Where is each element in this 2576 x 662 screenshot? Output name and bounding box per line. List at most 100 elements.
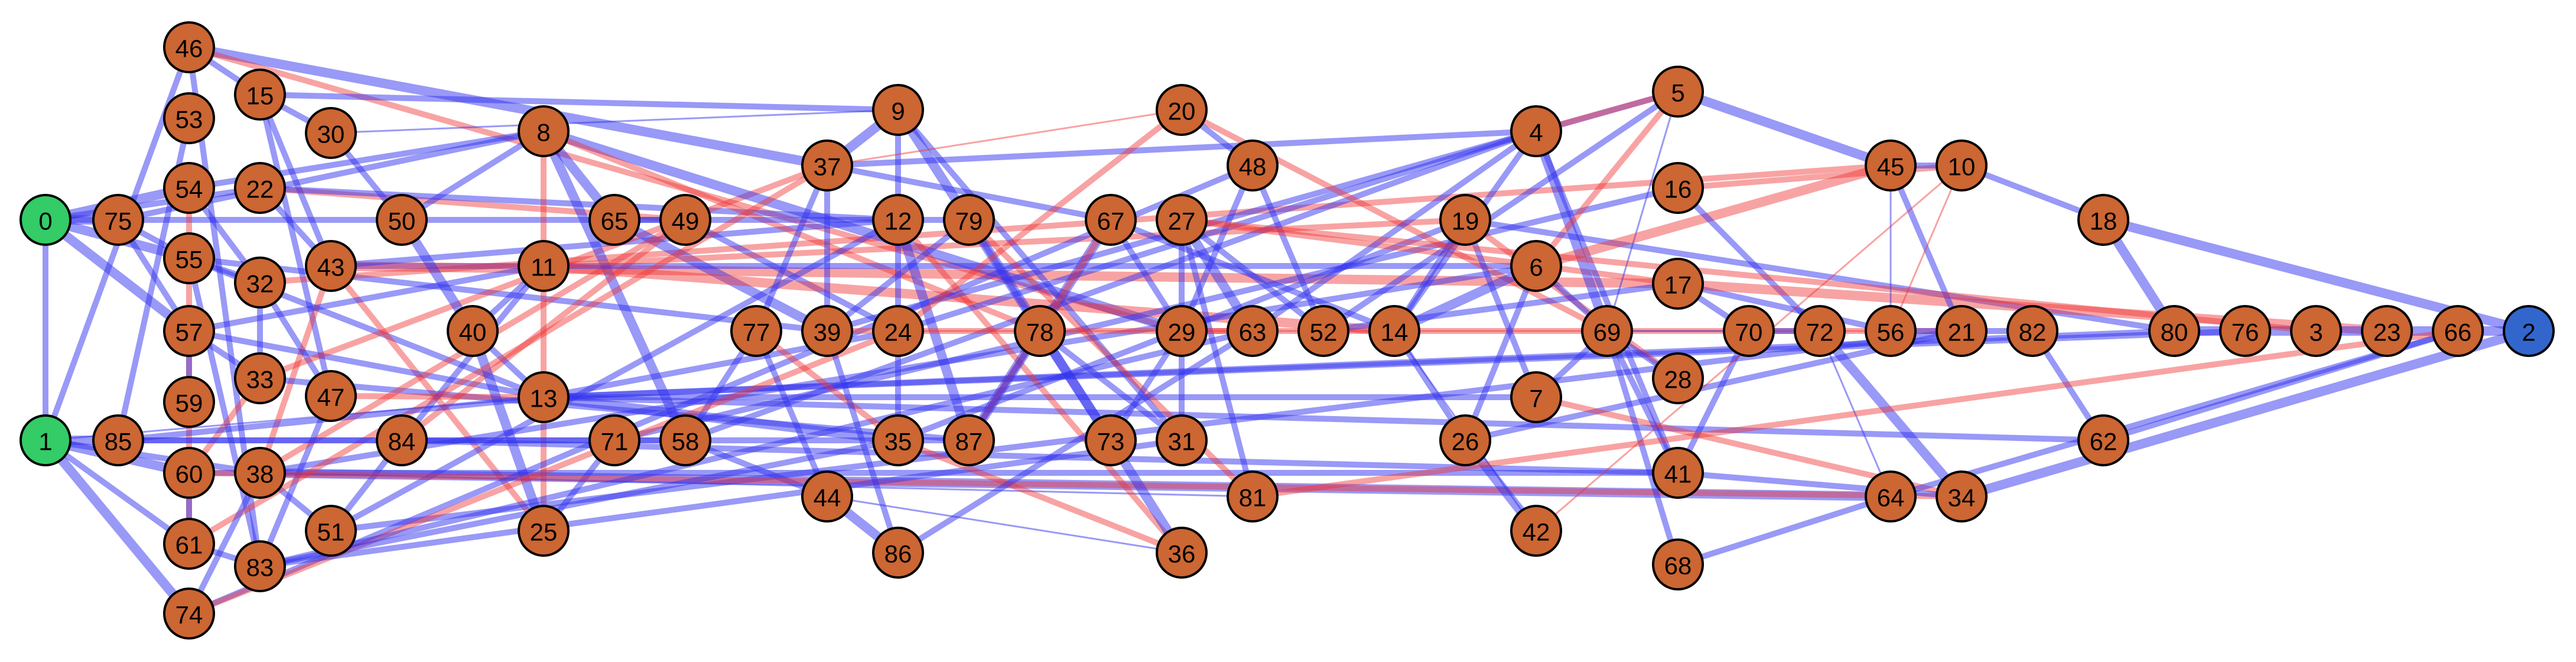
node-label-56: 56 <box>1877 319 1905 346</box>
node-label-35: 35 <box>884 428 912 456</box>
edge-50-8 <box>399 128 547 223</box>
node-86: 86 <box>872 527 924 579</box>
node-label-1: 1 <box>38 428 52 456</box>
node-layer: 0123456789101112131415161718192021222324… <box>19 21 2555 640</box>
node-48: 48 <box>1227 139 1279 192</box>
node-circle-86 <box>872 527 924 579</box>
node-circle-48 <box>1227 139 1279 192</box>
node-39: 39 <box>801 305 853 357</box>
node-label-53: 53 <box>175 106 203 134</box>
node-47: 47 <box>305 370 357 422</box>
node-label-28: 28 <box>1664 366 1692 394</box>
node-circle-32 <box>234 257 286 309</box>
node-label-21: 21 <box>1948 319 1976 346</box>
node-label-63: 63 <box>1239 319 1267 346</box>
edge-13-62 <box>541 394 2106 443</box>
edge-19-7 <box>1462 217 1539 400</box>
node-13: 13 <box>518 371 570 423</box>
node-label-49: 49 <box>672 207 700 235</box>
node-63: 63 <box>1227 305 1279 357</box>
edge-0-57 <box>41 215 194 336</box>
edge-51-12 <box>328 217 901 534</box>
edge-74-38 <box>186 470 263 616</box>
edge-78-31 <box>1037 328 1185 443</box>
node-label-22: 22 <box>246 176 274 203</box>
node-58: 58 <box>659 414 711 466</box>
node-label-31: 31 <box>1168 428 1196 456</box>
edge-63-86 <box>895 328 1256 556</box>
node-label-79: 79 <box>955 207 983 235</box>
node-53: 53 <box>163 92 215 144</box>
edge-77-35 <box>753 328 901 443</box>
node-label-67: 67 <box>1097 207 1125 235</box>
node-15: 15 <box>234 69 286 121</box>
node-circle-23 <box>2361 305 2413 357</box>
node-label-43: 43 <box>317 254 345 281</box>
node-circle-19 <box>1439 194 1491 246</box>
node-circle-4 <box>1510 105 1562 157</box>
node-25: 25 <box>518 505 570 557</box>
node-44: 44 <box>801 470 853 523</box>
node-label-39: 39 <box>814 319 841 346</box>
node-60: 60 <box>163 447 215 499</box>
edge-6-14 <box>1390 261 1541 336</box>
node-11: 11 <box>518 240 570 292</box>
edge-69-68 <box>1604 328 1681 567</box>
node-circle-62 <box>2077 414 2129 466</box>
node-label-76: 76 <box>2232 319 2259 346</box>
node-label-73: 73 <box>1097 428 1125 456</box>
edge-49-84 <box>399 217 688 443</box>
node-circle-37 <box>801 139 853 192</box>
node-66: 66 <box>2432 305 2484 357</box>
edge-19-80 <box>1462 217 2177 334</box>
node-label-19: 19 <box>1452 207 1479 235</box>
node-28: 28 <box>1652 352 1704 404</box>
edge-6-26 <box>1462 263 1539 443</box>
node-3: 3 <box>2290 305 2342 357</box>
node-label-57: 57 <box>175 319 203 346</box>
node-label-68: 68 <box>1664 552 1692 580</box>
node-62: 62 <box>2077 414 2129 466</box>
node-51: 51 <box>305 505 357 557</box>
node-label-62: 62 <box>2090 428 2118 456</box>
node-circle-28 <box>1652 352 1704 404</box>
edge-46-37 <box>184 43 832 170</box>
node-72: 72 <box>1794 305 1846 357</box>
node-circle-87 <box>943 414 995 466</box>
node-circle-52 <box>1297 305 1349 357</box>
node-56: 56 <box>1865 305 1917 357</box>
edge-58-4 <box>682 128 1539 443</box>
node-circle-34 <box>1936 470 1988 523</box>
node-circle-40 <box>447 305 499 357</box>
node-circle-80 <box>2148 305 2200 357</box>
node-8: 8 <box>518 105 570 157</box>
node-19: 19 <box>1439 194 1491 246</box>
node-circle-84 <box>376 414 428 466</box>
node-label-48: 48 <box>1239 153 1267 181</box>
node-21: 21 <box>1936 305 1988 357</box>
node-circle-21 <box>1936 305 1988 357</box>
node-41: 41 <box>1652 447 1704 499</box>
node-label-4: 4 <box>1529 119 1543 147</box>
edge-77-44 <box>753 328 830 499</box>
node-circle-63 <box>1227 305 1279 357</box>
node-circle-47 <box>305 370 357 422</box>
node-circle-39 <box>801 305 853 357</box>
edge-8-58 <box>539 126 690 445</box>
edge-15-9 <box>257 92 901 113</box>
node-label-77: 77 <box>743 319 770 346</box>
edge-11-19 <box>541 217 1468 269</box>
node-label-75: 75 <box>105 207 132 235</box>
node-32: 32 <box>234 257 286 309</box>
node-label-40: 40 <box>459 319 487 346</box>
edge-37-67 <box>824 163 1114 223</box>
edge-37-77 <box>753 163 830 334</box>
node-circle-76 <box>2219 305 2271 357</box>
node-circle-16 <box>1652 162 1704 214</box>
edge-1-74 <box>41 436 194 618</box>
node-52: 52 <box>1297 305 1349 357</box>
node-circle-44 <box>801 470 853 523</box>
node-9: 9 <box>872 84 924 136</box>
node-label-26: 26 <box>1452 428 1479 456</box>
node-circle-26 <box>1439 414 1491 466</box>
